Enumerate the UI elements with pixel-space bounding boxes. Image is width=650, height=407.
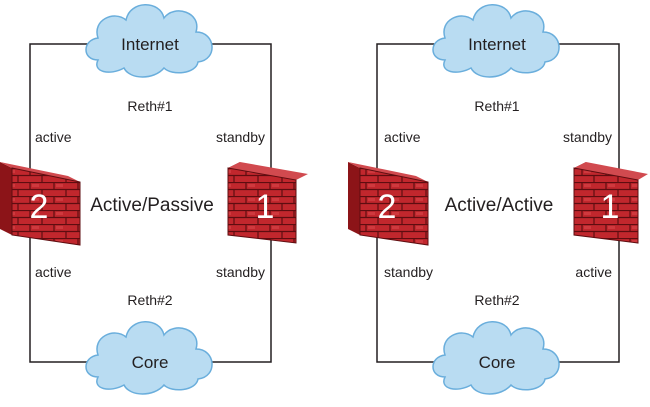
firewall-2-icon: 2 bbox=[0, 162, 81, 246]
firewall-number: 2 bbox=[30, 188, 49, 226]
internet-cloud: Internet bbox=[85, 3, 213, 78]
reth1-label: Reth#1 bbox=[474, 98, 519, 114]
right-bottom-state: standby bbox=[216, 264, 265, 280]
reth1-label: Reth#1 bbox=[127, 98, 172, 114]
reth2-label: Reth#2 bbox=[474, 292, 519, 308]
firewall-number: 1 bbox=[256, 188, 275, 226]
left-bottom-state: standby bbox=[384, 264, 433, 280]
left-top-state: active bbox=[35, 129, 72, 145]
diagram-active-passive: Internet Core Reth#1 Reth#2 active stand… bbox=[0, 3, 308, 395]
right-bottom-state: active bbox=[575, 264, 612, 280]
mode-label: Active/Active bbox=[445, 195, 554, 216]
firewall-2-icon: 2 bbox=[348, 162, 429, 246]
cloud-label: Core bbox=[479, 353, 516, 372]
firewall-1-icon: 1 bbox=[227, 162, 308, 244]
firewall-number: 1 bbox=[601, 188, 620, 226]
left-top-state: active bbox=[384, 129, 421, 145]
internet-cloud: Internet bbox=[432, 3, 560, 78]
right-top-state: standby bbox=[216, 129, 265, 145]
cloud-label: Internet bbox=[121, 35, 179, 54]
right-top-state: standby bbox=[563, 129, 612, 145]
firewall-1-icon: 1 bbox=[573, 162, 648, 244]
cloud-label: Internet bbox=[468, 35, 526, 54]
cloud-label: Core bbox=[132, 353, 169, 372]
reth2-label: Reth#2 bbox=[127, 292, 172, 308]
diagram-active-active: Internet Core Reth#1 Reth#2 active stand… bbox=[348, 3, 648, 395]
core-cloud: Core bbox=[85, 320, 213, 395]
firewall-number: 2 bbox=[378, 188, 397, 226]
mode-label: Active/Passive bbox=[90, 195, 214, 216]
left-bottom-state: active bbox=[35, 264, 72, 280]
core-cloud: Core bbox=[432, 320, 560, 395]
